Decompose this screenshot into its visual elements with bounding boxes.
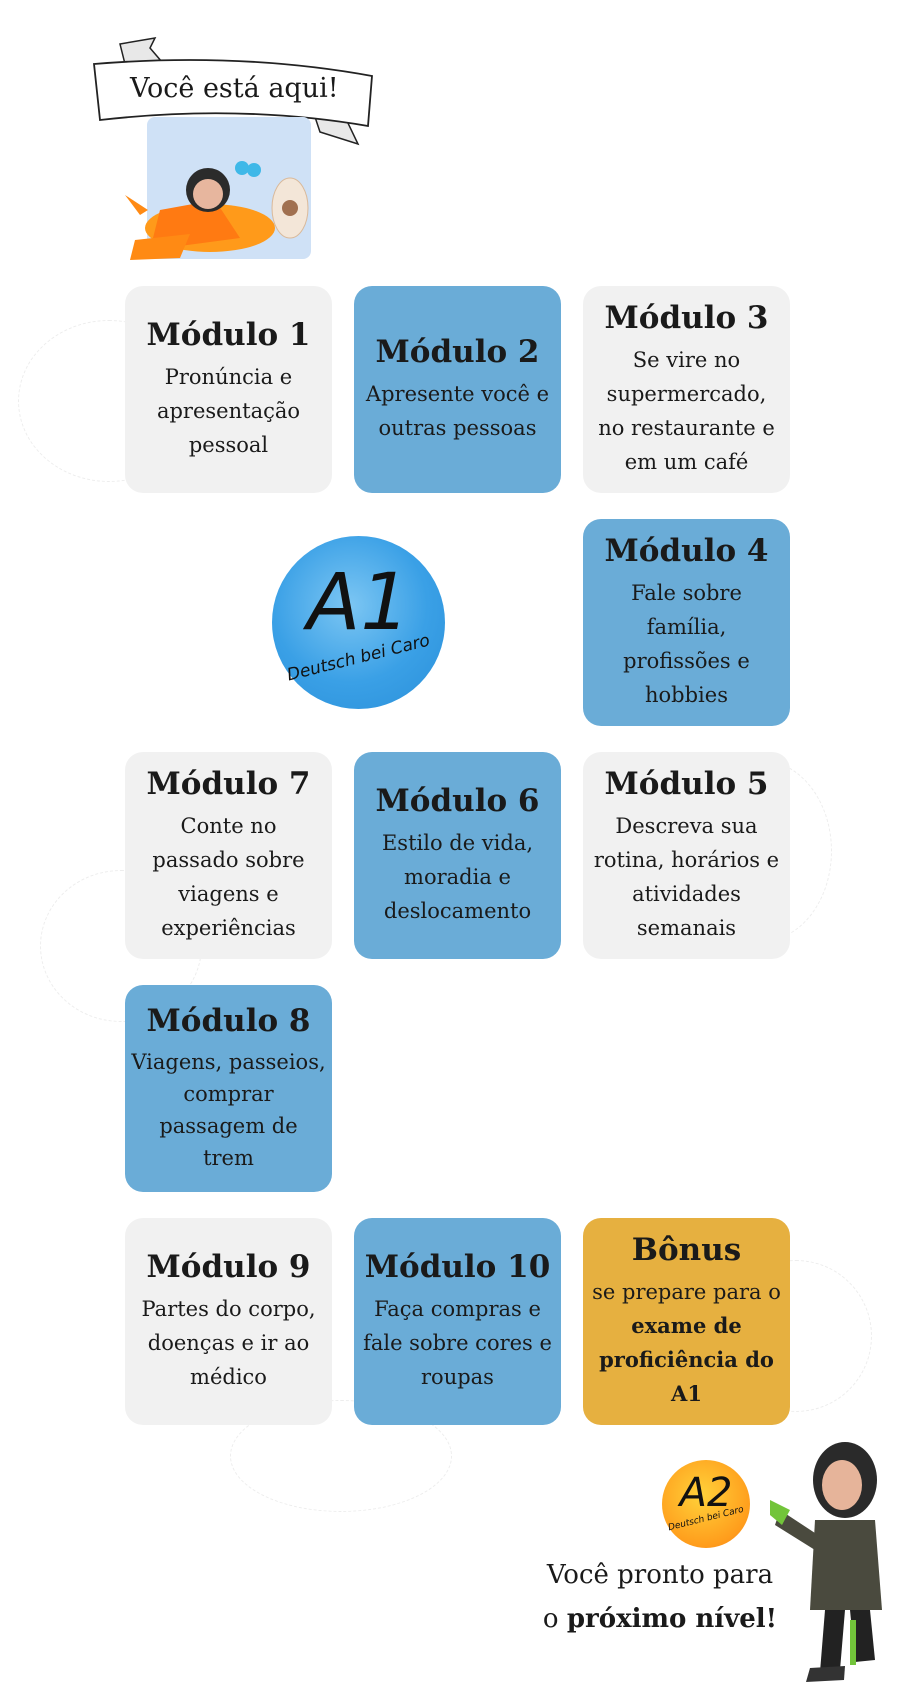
- next-level-line2-bold: próximo nível!: [566, 1604, 778, 1634]
- module-description: Conte no passado sobre viagens e experiê…: [152, 814, 305, 941]
- module-title: Módulo 5: [604, 765, 769, 802]
- a1-logo: A1 Deutsch bei Caro: [272, 536, 445, 709]
- background-scribble: [230, 1400, 452, 1512]
- module-title: Módulo 6: [375, 782, 540, 819]
- module-description: Viagens, passeios, comprar passagem de t…: [131, 1050, 326, 1171]
- next-level-line2-plain: o: [542, 1604, 559, 1634]
- module-description: Pronúncia e apresentação pessoal: [156, 365, 301, 458]
- airplane-icon: [125, 161, 309, 260]
- next-level-line1: Você pronto para: [546, 1560, 774, 1590]
- module-card-7[interactable]: Módulo 7 Conte no passado sobre viagens …: [125, 752, 332, 959]
- module-card-8[interactable]: Módulo 8 Viagens, passeios, comprar pass…: [125, 985, 332, 1192]
- bonus-desc-plain: se prepare para o: [592, 1279, 781, 1304]
- teacher-illustration: [770, 1442, 882, 1682]
- module-card-2[interactable]: Módulo 2 Apresente você e outras pessoas: [354, 286, 561, 493]
- module-description: Apresente você e outras pessoas: [365, 382, 550, 441]
- module-title: Módulo 2: [375, 333, 540, 370]
- module-card-6[interactable]: Módulo 6 Estilo de vida, moradia e deslo…: [354, 752, 561, 959]
- next-level-text: Você pronto para o próximo nível!: [520, 1553, 800, 1641]
- module-card-5[interactable]: Módulo 5 Descreva sua rotina, horários e…: [583, 752, 790, 959]
- ribbon-banner-icon: [93, 37, 373, 146]
- module-description: Se vire no supermercado, no restaurante …: [598, 348, 775, 475]
- module-description: Estilo de vida, moradia e deslocamento: [381, 831, 534, 924]
- banner-text: Você está aqui!: [130, 73, 339, 104]
- bonus-title: Bônus: [631, 1232, 742, 1269]
- a2-logo: A2 Deutsch bei Caro: [662, 1460, 750, 1548]
- module-description: Faça compras e fale sobre cores e roupas: [363, 1297, 552, 1390]
- a1-logo-level: A1: [307, 558, 410, 648]
- module-description: Partes do corpo, doenças e ir ao médico: [141, 1297, 316, 1390]
- bonus-description: se prepare para o exame de proficiência …: [587, 1276, 787, 1411]
- module-title: Módulo 3: [604, 299, 769, 336]
- bonus-card[interactable]: Bônus se prepare para o exame de profici…: [583, 1218, 790, 1425]
- module-card-4[interactable]: Módulo 4 Fale sobre família, profissões …: [583, 519, 790, 726]
- module-card-1[interactable]: Módulo 1 Pronúncia e apresentação pessoa…: [125, 286, 332, 493]
- module-title: Módulo 9: [146, 1248, 311, 1285]
- module-description: Descreva sua rotina, horários e atividad…: [593, 814, 780, 941]
- module-title: Módulo 8: [146, 1002, 311, 1039]
- module-card-10[interactable]: Módulo 10 Faça compras e fale sobre core…: [354, 1218, 561, 1425]
- module-description: Fale sobre família, profissões e hobbies: [623, 581, 750, 708]
- a2-logo-level: A2: [679, 1470, 733, 1516]
- bonus-desc-bold: exame de proficiência do A1: [599, 1312, 774, 1406]
- module-card-9[interactable]: Módulo 9 Partes do corpo, doenças e ir a…: [125, 1218, 332, 1425]
- module-card-3[interactable]: Módulo 3 Se vire no supermercado, no res…: [583, 286, 790, 493]
- module-title: Módulo 7: [146, 765, 311, 802]
- module-title: Módulo 10: [364, 1248, 551, 1285]
- module-title: Módulo 4: [604, 532, 769, 569]
- module-title: Módulo 1: [146, 316, 311, 353]
